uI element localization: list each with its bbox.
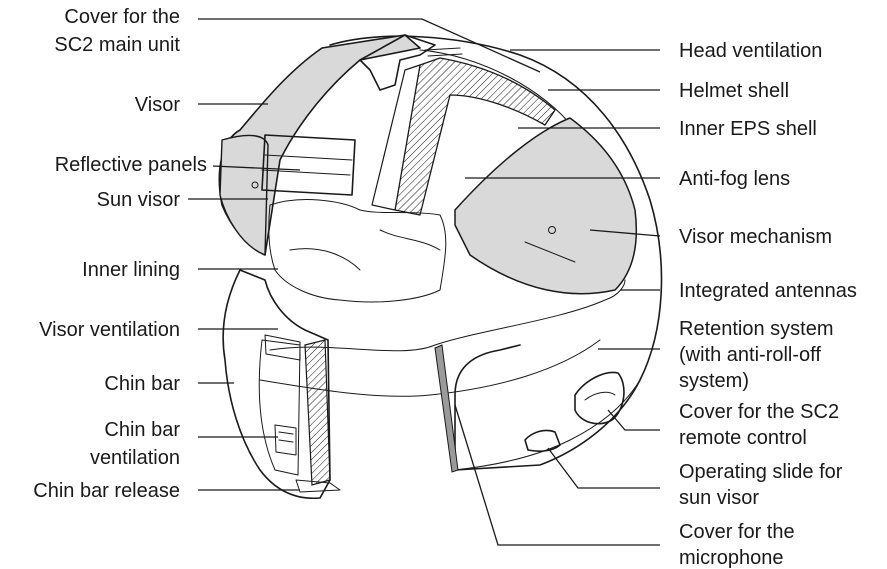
label-reflective-panels: Reflective panels <box>55 154 207 176</box>
label-retention-system-line1: Retention system <box>679 318 834 340</box>
label-cover-main-unit-line1: Cover for the <box>64 6 180 28</box>
label-chin-bar-ventilation-line2: ventilation <box>90 447 180 469</box>
visor-mechanism-plate <box>455 118 636 294</box>
remote-control-cover <box>575 372 624 423</box>
label-sun-visor: Sun visor <box>97 189 181 211</box>
label-inner-lining: Inner lining <box>82 259 180 281</box>
chin-bar-release-tab <box>296 480 340 492</box>
label-cover-microphone-line1: Cover for the <box>679 521 795 543</box>
label-retention-system-line3: system) <box>679 370 749 392</box>
label-retention-system-line2: (with anti-roll-off <box>679 344 821 366</box>
inner-lining-fold <box>290 230 440 270</box>
label-visor-ventilation: Visor ventilation <box>39 319 180 341</box>
label-visor-mechanism: Visor mechanism <box>679 226 832 248</box>
label-cover-remote-control-line2: remote control <box>679 427 807 449</box>
visor-lower-tip <box>220 135 268 255</box>
label-cover-remote-control-line1: Cover for the SC2 <box>679 401 839 423</box>
leader-remote-control-cover <box>608 410 660 430</box>
right-labels: Head ventilation Helmet shell Inner EPS … <box>679 40 857 569</box>
chin-bar-ventilation-slots <box>275 425 296 455</box>
label-anti-fog-lens: Anti-fog lens <box>679 168 790 190</box>
remote-cover-detail <box>585 392 615 400</box>
label-inner-eps-shell: Inner EPS shell <box>679 118 817 140</box>
label-visor: Visor <box>135 94 181 116</box>
left-labels: Cover for the SC2 main unit Visor Reflec… <box>33 6 207 502</box>
label-operating-slide-line2: sun visor <box>679 487 759 509</box>
operating-slide <box>525 430 560 451</box>
helmet-drawing <box>219 35 661 498</box>
label-head-ventilation: Head ventilation <box>679 40 822 62</box>
label-integrated-antennas: Integrated antennas <box>679 280 857 302</box>
label-chin-bar-ventilation-line1: Chin bar <box>104 419 180 441</box>
head-ventilation-vents <box>425 48 462 56</box>
label-chin-bar: Chin bar <box>104 373 180 395</box>
label-chin-bar-release: Chin bar release <box>33 480 180 502</box>
label-cover-main-unit-line2: SC2 main unit <box>54 34 180 56</box>
chin-bar-hatched-edge <box>305 340 330 485</box>
label-helmet-shell: Helmet shell <box>679 80 789 102</box>
leader-microphone-cover <box>455 405 660 545</box>
label-operating-slide-line1: Operating slide for <box>679 461 843 483</box>
label-cover-microphone-line2: microphone <box>679 547 784 569</box>
